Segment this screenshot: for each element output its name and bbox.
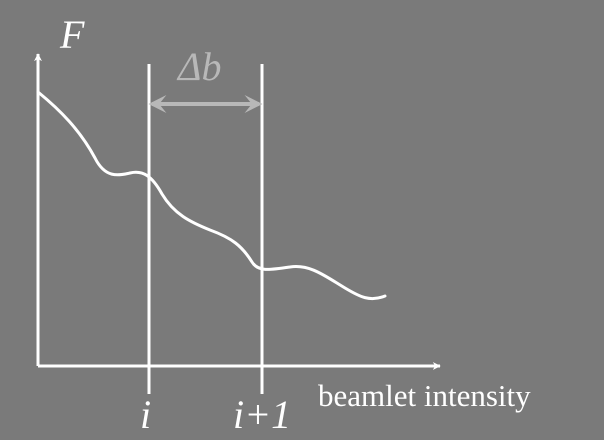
f-curve [36,90,387,301]
interval-label: Δb [176,44,221,89]
marker-label-i-plus-1: i+1 [233,392,291,437]
y-axis-label: F [59,12,85,57]
x-axis-label: beamlet intensity [318,378,531,413]
marker-label-i: i [140,392,151,437]
